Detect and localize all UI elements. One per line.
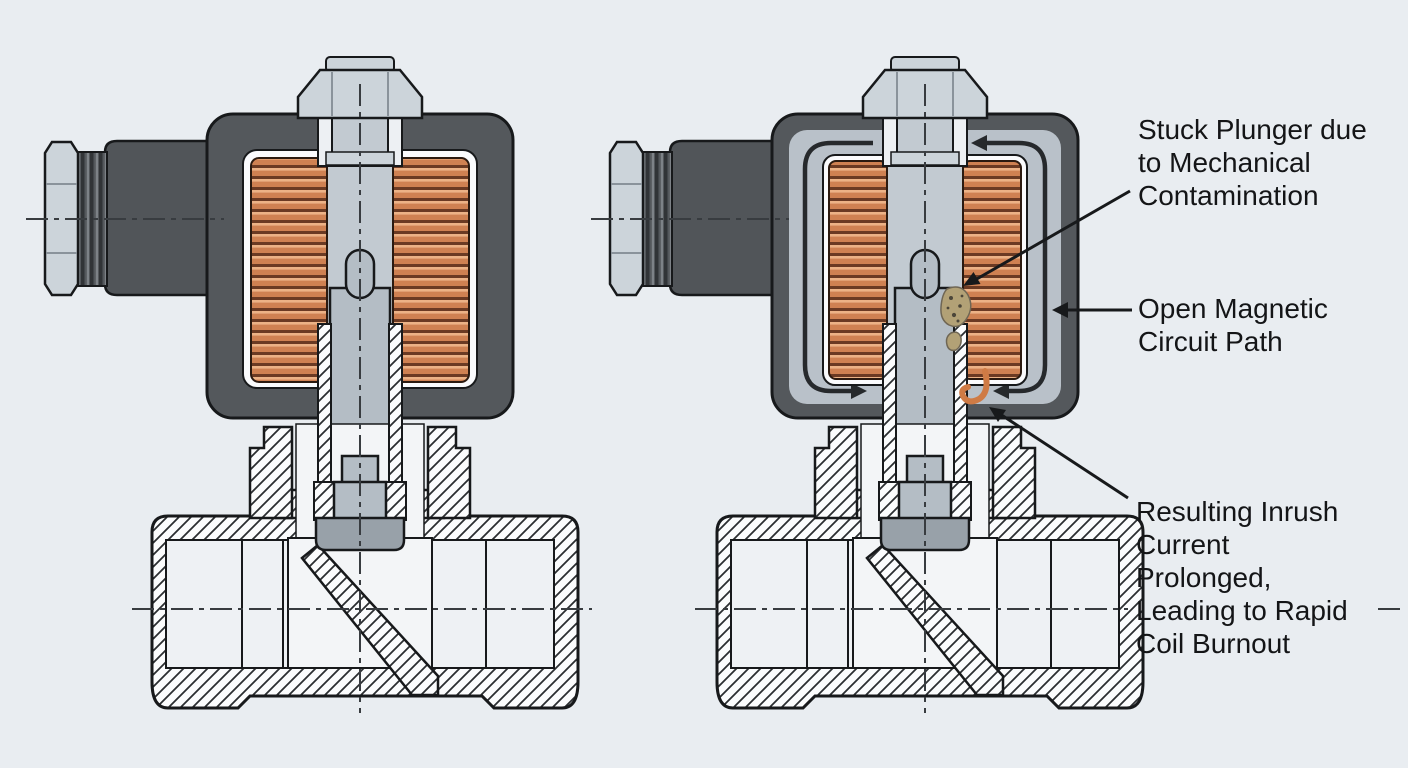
magnetic-flux-loop bbox=[802, 135, 1048, 399]
callout-line: Stuck Plunger due bbox=[1138, 114, 1367, 145]
callout-open-magnetic: Open Magnetic Circuit Path bbox=[1138, 292, 1328, 358]
arrow-head-icon bbox=[963, 272, 981, 286]
callout-line: Leading to Rapid bbox=[1136, 595, 1348, 626]
callout-line: Open Magnetic bbox=[1138, 293, 1328, 324]
leader-inrush-burnout bbox=[989, 407, 1129, 500]
contamination-particle bbox=[940, 286, 972, 352]
flux-arrow-left-icon bbox=[971, 135, 987, 151]
arrow-head-icon bbox=[989, 407, 1006, 422]
burnt-coil-wire bbox=[959, 368, 990, 405]
arrow-head-icon bbox=[1052, 302, 1068, 318]
flux-arrow-right-icon bbox=[851, 383, 867, 399]
flux-arrow-left-icon bbox=[993, 383, 1009, 399]
callout-line: Circuit Path bbox=[1138, 326, 1283, 357]
leader-stuck-plunger bbox=[963, 189, 1131, 286]
callout-line: Contamination bbox=[1138, 180, 1319, 211]
solenoid-valve-failure bbox=[591, 55, 1145, 713]
solenoid-valve-normal bbox=[26, 55, 592, 713]
leader-open-magnetic bbox=[1052, 302, 1132, 318]
callout-line: Prolonged, bbox=[1136, 562, 1272, 593]
callout-line: Resulting Inrush bbox=[1136, 496, 1339, 527]
callout-inrush-burnout: Resulting Inrush Current Prolonged, Lead… bbox=[1136, 495, 1348, 660]
coil-winding-left bbox=[828, 160, 888, 380]
callout-line: to Mechanical bbox=[1138, 147, 1311, 178]
coil-winding-left bbox=[250, 157, 328, 383]
coil-winding-right bbox=[392, 157, 470, 383]
callout-stuck-plunger: Stuck Plunger due to Mechanical Contamin… bbox=[1138, 113, 1367, 212]
callout-line: Coil Burnout bbox=[1136, 628, 1291, 659]
callout-line: Current bbox=[1136, 529, 1230, 560]
